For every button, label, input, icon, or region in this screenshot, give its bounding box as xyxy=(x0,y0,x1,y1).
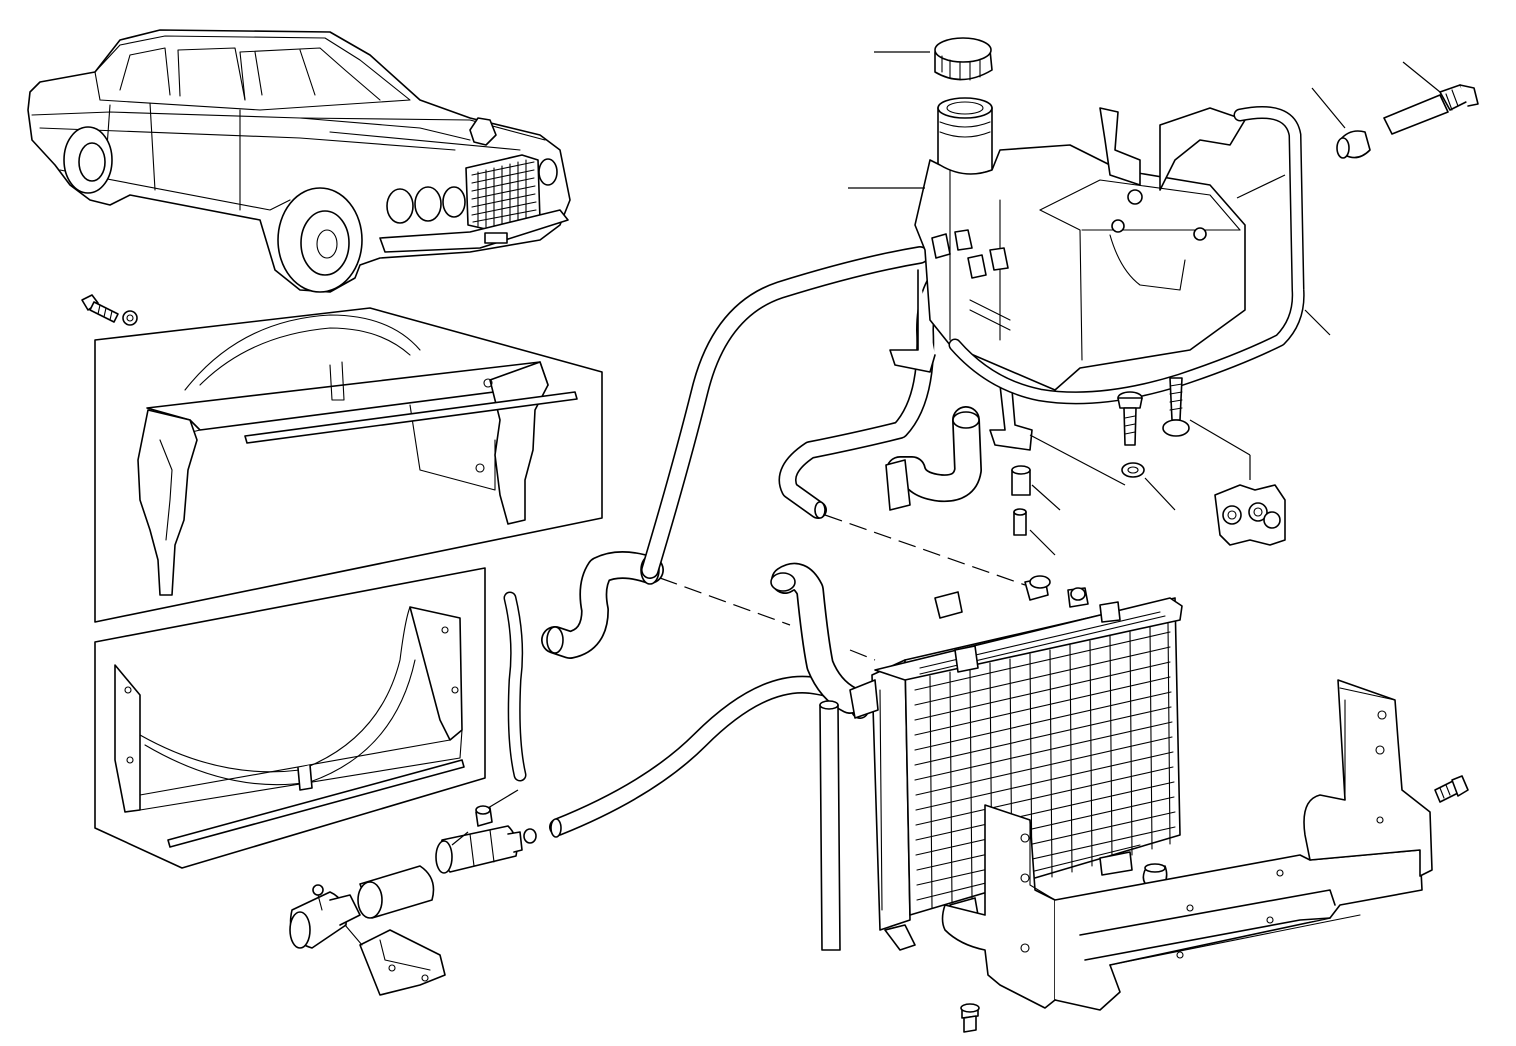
bracket-bolt-bottom xyxy=(960,1003,980,1033)
tank-stud xyxy=(1162,377,1190,437)
tank-nut xyxy=(1121,462,1145,478)
lower-fan-shroud-panel xyxy=(94,567,486,869)
expansion-tank-feed-hose xyxy=(641,246,929,579)
tank-bolt xyxy=(1117,391,1143,446)
tank-support-tube xyxy=(948,106,1305,405)
elbow-hose xyxy=(885,406,982,511)
bracket-bolt-right xyxy=(1434,775,1469,803)
sensor-grommet xyxy=(1336,130,1371,159)
spacer-sleeve xyxy=(1011,465,1031,496)
grille-mesh xyxy=(471,159,537,229)
radiator xyxy=(849,575,1183,951)
hose-clip-block xyxy=(1214,484,1286,546)
level-sensor xyxy=(1383,84,1479,135)
front-wheel xyxy=(277,187,363,293)
bolt-and-washer xyxy=(81,294,138,326)
radiator-outlet-hose xyxy=(770,562,864,714)
radiator-core-mesh xyxy=(914,611,1176,909)
radiator-mounting-bracket xyxy=(941,679,1433,1011)
assembly-reference-lines xyxy=(659,514,1026,661)
pressure-cap xyxy=(934,37,993,81)
bleed-pipe xyxy=(819,700,841,951)
upper-fan-shroud-panel xyxy=(94,307,603,623)
spacer-pin xyxy=(1013,508,1027,536)
electric-water-pump xyxy=(289,825,537,996)
small-vertical-hose xyxy=(503,591,527,782)
expansion-tank xyxy=(889,97,1246,451)
pump-return-hose xyxy=(549,675,869,838)
pipe-stub xyxy=(475,805,493,827)
vehicle-illustration xyxy=(27,29,571,293)
rear-wheel xyxy=(63,126,113,194)
